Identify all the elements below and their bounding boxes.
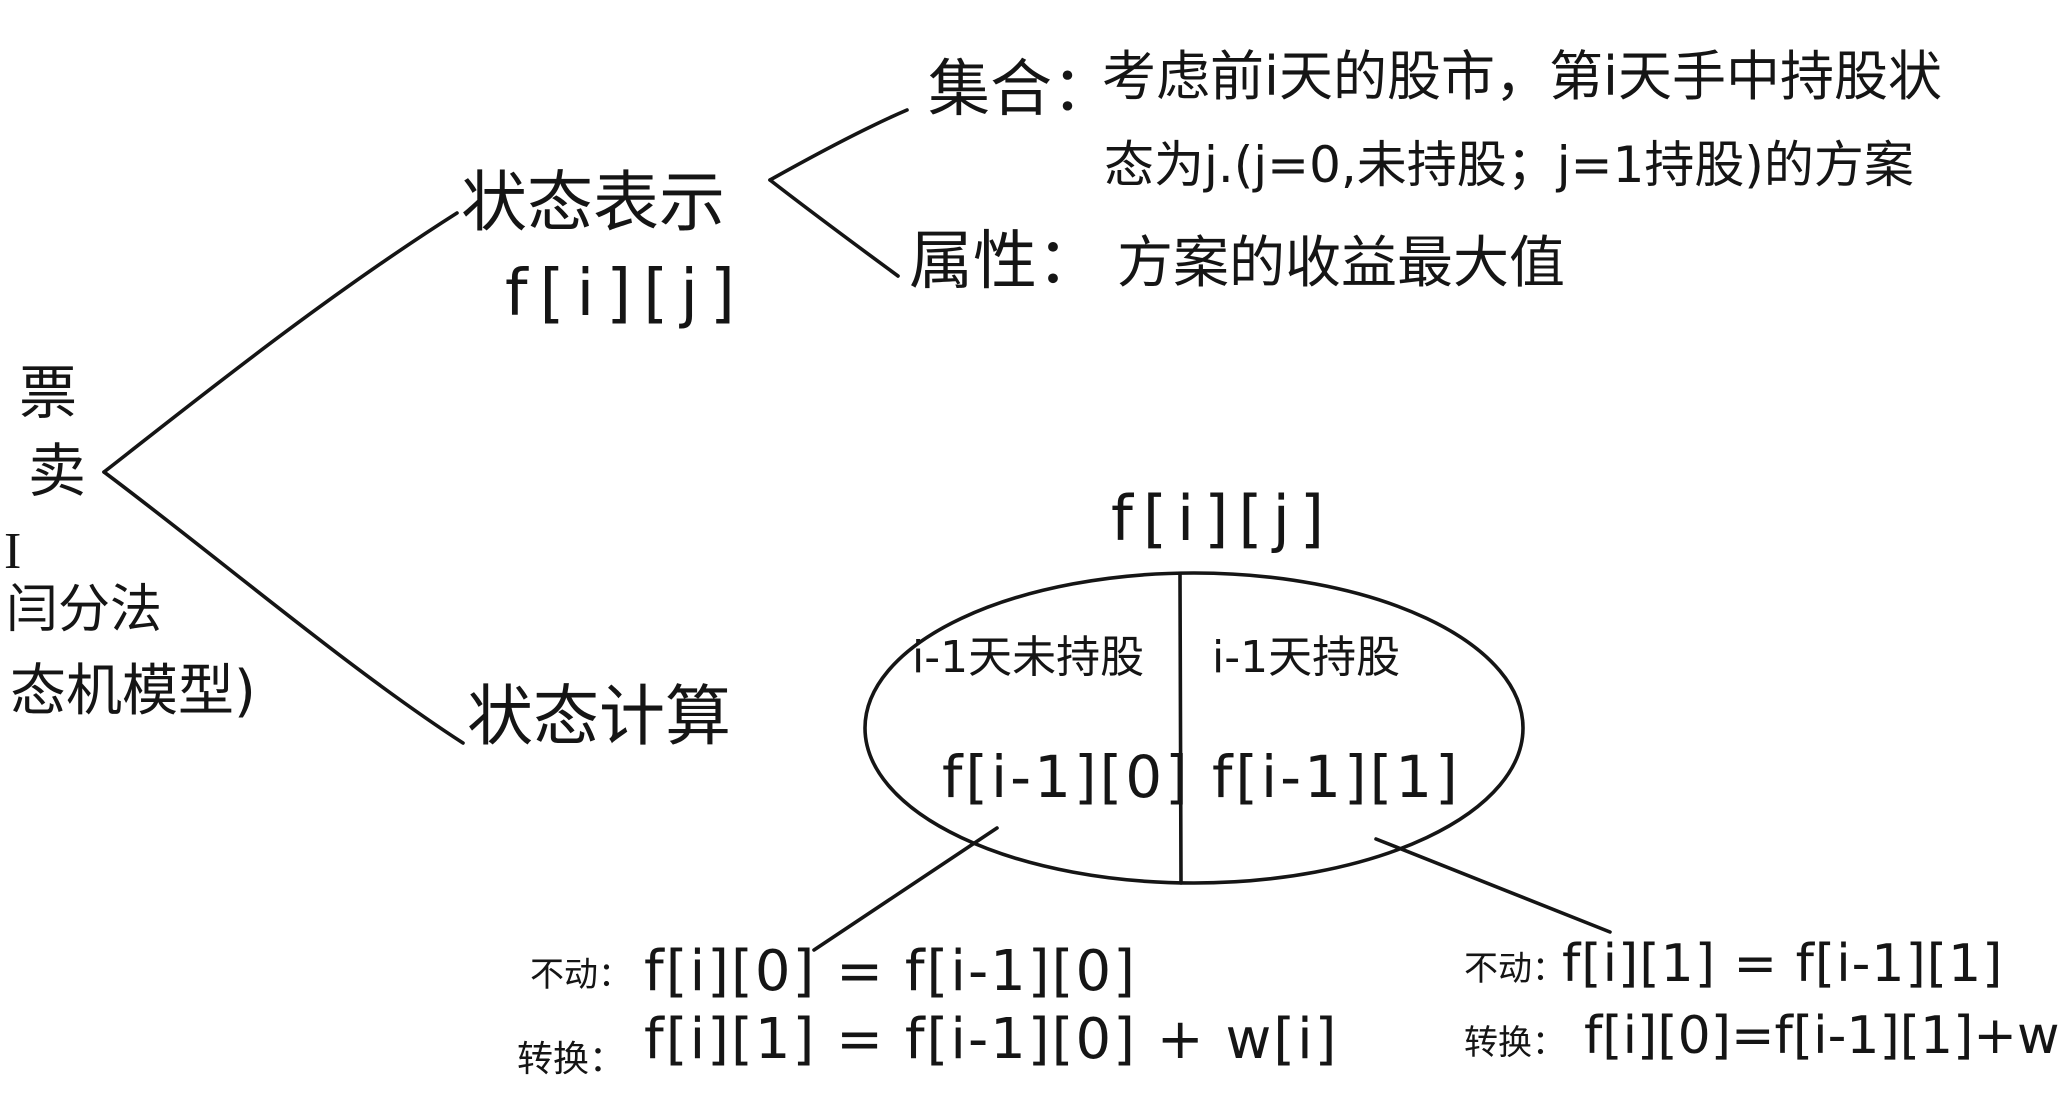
connector-line-left-transitions bbox=[812, 826, 999, 952]
diagram-strokes bbox=[102, 108, 1612, 952]
left-fragment-model: 态机模型) bbox=[10, 659, 256, 724]
state-representation-title: 状态表示 bbox=[461, 164, 725, 241]
state-split-ellipse bbox=[863, 571, 1525, 885]
ellipse-left-caption: i-1天未持股 bbox=[912, 632, 1145, 683]
ellipse-right-caption: i-1天持股 bbox=[1212, 632, 1401, 683]
attribute-label: 属性： bbox=[909, 225, 1101, 299]
ellipse-notation: f[i][j] bbox=[1111, 482, 1335, 555]
left-transition-hold-formula: f[i][0] = f[i-1][0] bbox=[644, 939, 1137, 1004]
branch-line-to-set bbox=[768, 108, 909, 182]
diagram-canvas: 票 卖 I 闫分法 态机模型) 状态表示 f[i][j] 集合： 考虑前i天的股… bbox=[4, 45, 2060, 1080]
branch-line-to-state-representation bbox=[102, 211, 459, 474]
left-fragment-piao: 票 bbox=[19, 359, 78, 427]
right-transition-hold-label: 不动： bbox=[1464, 949, 1566, 989]
ellipse-divider-line bbox=[1178, 572, 1183, 885]
left-transition-switch-formula: f[i][1] = f[i-1][0] + w[i] bbox=[644, 1007, 1339, 1072]
left-fragment-mai: 卖 bbox=[28, 437, 87, 505]
branch-line-to-attribute bbox=[768, 178, 900, 278]
left-transition-switch-label: 转换： bbox=[517, 1039, 626, 1080]
branch-line-to-state-computation bbox=[102, 470, 465, 745]
set-label: 集合： bbox=[928, 52, 1115, 125]
set-description-line-1: 考虑前i天的股市，第i天手中持股状 bbox=[1102, 45, 1943, 108]
attribute-description: 方案的收益最大值 bbox=[1117, 231, 1565, 296]
ellipse-left-value: f[i-1][0] bbox=[942, 743, 1191, 811]
state-computation-title: 状态计算 bbox=[467, 678, 731, 755]
ellipse-right-value: f[i-1][1] bbox=[1212, 743, 1461, 811]
left-fragment-method: 闫分法 bbox=[6, 580, 163, 640]
right-transition-switch-formula: f[i][0]=f[i-1][1]+w bbox=[1584, 1006, 2060, 1066]
right-transition-switch-label: 转换： bbox=[1464, 1023, 1566, 1063]
set-description-line-2: 态为j.(j=0,未持股；j=1持股)的方案 bbox=[1104, 136, 1914, 194]
left-transition-hold-label: 不动： bbox=[530, 955, 632, 995]
connector-line-right-transitions bbox=[1374, 837, 1612, 934]
right-transition-hold-formula: f[i][1] = f[i-1][1] bbox=[1562, 934, 2004, 994]
left-fragment-roman-numeral: I bbox=[4, 523, 22, 580]
state-representation-notation: f[i][j] bbox=[505, 257, 747, 331]
